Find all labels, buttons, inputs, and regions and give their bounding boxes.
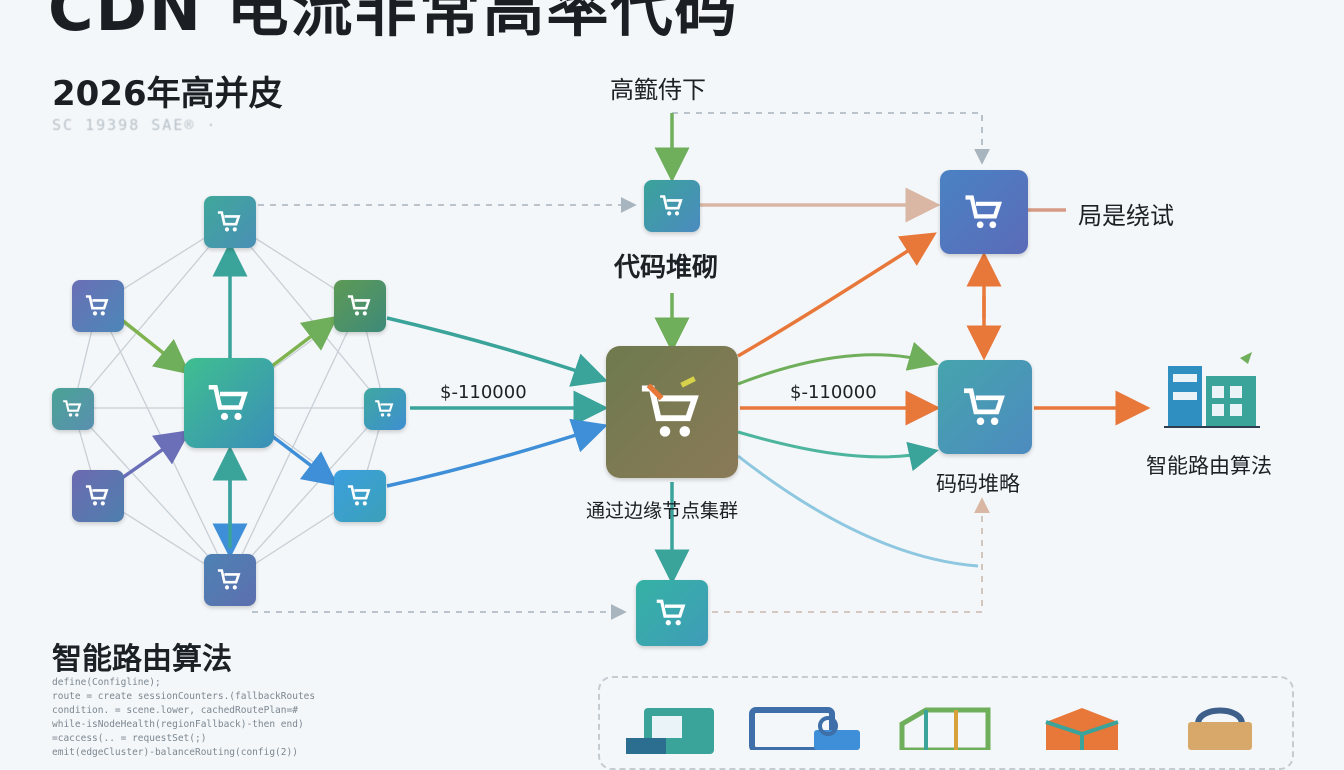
cart-node-right-top[interactable] [940, 170, 1028, 254]
code-block: define(Configline); route = create sessi… [52, 676, 382, 760]
cart-node-bottom-center[interactable] [636, 580, 708, 646]
bottom-heading: 智能路由算法 [52, 642, 232, 677]
label-code-stack: 代码堆砌 [614, 253, 719, 283]
toolbox-icon[interactable] [748, 706, 868, 750]
cart-icon [642, 376, 700, 438]
code-line: route = create sessionCounters.(fallback… [52, 691, 316, 702]
cube-stack-icon[interactable] [896, 706, 1000, 750]
bag-icon[interactable] [1180, 702, 1260, 750]
cart-node-lower-right[interactable] [334, 470, 386, 522]
cart-node-bottom[interactable] [204, 554, 256, 606]
blurred-caption: SC 19398 SAE® · [52, 116, 218, 134]
code-line: =caccess(.. = requestSet(;) [52, 733, 207, 744]
cart-icon [63, 400, 82, 417]
cart-node-lower-left[interactable] [72, 470, 124, 522]
code-line: while-isNodeHealth(regionFallback)-then … [52, 719, 304, 730]
cart-node-right-mid[interactable] [938, 360, 1032, 454]
cart-node-top[interactable] [204, 196, 256, 248]
label-cluster: 通过边缘节点集群 [586, 500, 739, 522]
label-right-far: 智能路由算法 [1146, 454, 1272, 478]
code-line: condition. = scene.lower, cachedRoutePla… [52, 705, 298, 716]
cart-node-left[interactable] [52, 388, 94, 430]
cart-icon [963, 388, 1005, 425]
edge-label-left: $-110000 [440, 382, 527, 403]
cart-node-cluster[interactable] [606, 346, 738, 478]
cart-node-upper-left[interactable] [72, 280, 124, 332]
cart-icon [965, 195, 1002, 228]
cart-node-code-stack[interactable] [644, 180, 700, 232]
cart-icon [86, 485, 109, 506]
cart-icon [86, 295, 109, 316]
cart-icon [660, 195, 683, 216]
code-line: define(Configline); [52, 677, 161, 688]
cart-icon [348, 485, 371, 506]
cart-node-upper-right[interactable] [334, 280, 386, 332]
monitor-icon[interactable] [622, 704, 718, 754]
label-right-mid: 码码堆略 [936, 472, 1020, 496]
cart-icon [348, 295, 371, 316]
building-icon [1164, 352, 1260, 428]
code-line: emit(edgeCluster)-balanceRouting(config(… [52, 747, 298, 758]
cart-icon [218, 211, 241, 232]
label-top-input: 高籈侍下 [610, 76, 706, 104]
edge-label-right: $-110000 [790, 382, 877, 403]
cart-node-hub[interactable] [184, 358, 274, 448]
label-right-top: 局是绕试 [1078, 202, 1174, 230]
cart-icon [657, 599, 686, 626]
cart-icon [208, 385, 248, 421]
box-icon[interactable] [1040, 704, 1124, 750]
page-title: CDN 电流非常高率代码 [48, 0, 739, 45]
subtitle: 2026年高并皮 [52, 74, 283, 114]
cart-icon [218, 569, 241, 590]
cart-icon [375, 400, 394, 417]
cart-node-right[interactable] [364, 388, 406, 430]
